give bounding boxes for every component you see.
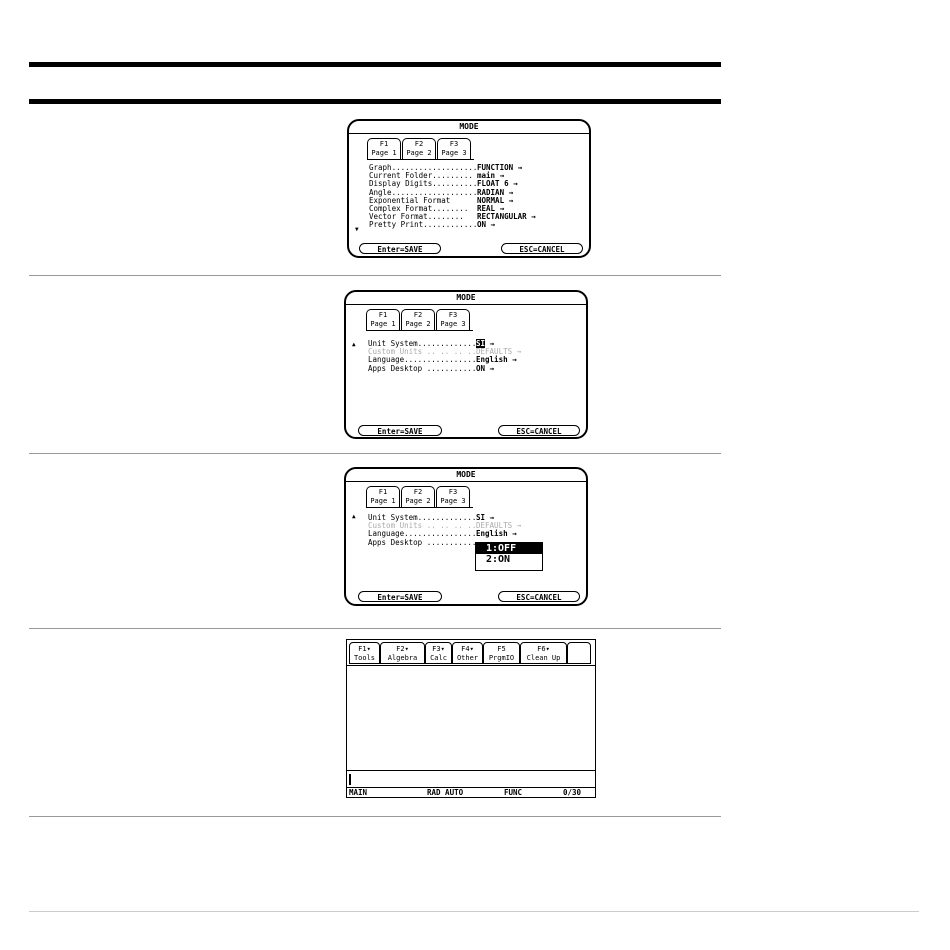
setting-angle[interactable]: Angle..........................RADIAN → [369,187,514,197]
apps-desktop-dropdown[interactable]: 1:OFF 2:ON [475,542,543,571]
mode-dialog-page1: MODE F1 Page 1 F2 Page 2 F3 Page 3 ▼ Gra… [347,119,591,258]
toolbar-underline [347,665,595,666]
cancel-button[interactable]: ESC=CANCEL [498,591,580,602]
row-divider-2 [29,453,721,454]
status-mode: RAD AUTO [427,788,464,797]
setting-graph[interactable]: Graph.........................FUNCTION → [369,163,523,172]
tab-underline [366,507,473,508]
tab-underline [367,159,474,160]
header-rule-bottom [29,99,721,104]
toolbar-prgmio[interactable]: F5 PrgmIO [483,642,520,664]
toolbar-algebra[interactable]: F2▾ Algebra [380,642,425,664]
row-divider-1 [29,275,721,276]
cancel-button[interactable]: ESC=CANCEL [501,243,583,254]
setting-language[interactable]: Language..................English → [368,355,517,365]
setting-language[interactable]: Language..................English → [368,529,517,539]
row-divider-3 [29,628,721,629]
toolbar-calc[interactable]: F3▾ Calc [425,642,452,664]
setting-custom-units: Custom Units .. .. .. ..DEFAULTS → [368,521,522,531]
save-button[interactable]: Enter=SAVE [358,591,442,602]
selected-value: SI [476,339,486,348]
tab-bar: F1 Page 1 F2 Page 2 F3 Page 3 [366,486,471,507]
scroll-up-icon: ▲ [352,341,356,348]
mode-dialog-page3-dropdown: MODE F1 Page 1 F2 Page 2 F3 Page 3 ▲ Uni… [344,467,588,606]
toolbar-clean-up[interactable]: F6▾ Clean Up [520,642,567,664]
dialog-title: MODE [349,121,589,134]
footer-rule [29,911,919,912]
save-button[interactable]: Enter=SAVE [359,243,441,254]
home-screen: F1▾ Tools F2▾ Algebra F3▾ Calc F4▾ Other… [346,639,596,798]
setting-complex-format[interactable]: Complex Format........REAL → [369,204,505,214]
status-bar: MAIN RAD AUTO FUNC 0/30 [347,787,595,797]
mode-dialog-page3: MODE F1 Page 1 F2 Page 2 F3 Page 3 ▲ Uni… [344,290,588,439]
dialog-title: MODE [346,292,586,305]
dropdown-option-off[interactable]: 1:OFF [476,543,542,554]
setting-display-digits[interactable]: Display Digits............FLOAT 6 → [369,179,518,189]
toolbar-tools[interactable]: F1▾ Tools [349,642,380,664]
toolbar-empty-slot [567,642,591,664]
setting-apps-desktop[interactable]: Apps Desktop ........... [368,538,476,547]
scroll-down-icon: ▼ [355,226,359,233]
tab-page-1[interactable]: F1 Page 1 [366,486,400,507]
save-button[interactable]: Enter=SAVE [358,425,442,436]
status-folder: MAIN [349,788,368,797]
setting-current-folder[interactable]: Current Folder.........main → [369,171,505,181]
setting-unit-system[interactable]: Unit System..............SI → [368,513,495,522]
entry-line-top [347,770,595,771]
dialog-title: MODE [346,469,586,482]
cancel-button[interactable]: ESC=CANCEL [498,425,580,436]
setting-vector-format[interactable]: Vector Format........RECTANGULAR → [369,212,536,222]
tab-page-1[interactable]: F1 Page 1 [367,138,401,159]
setting-unit-system[interactable]: Unit System..............SI → [368,339,495,348]
tab-underline [366,330,473,331]
settings-list: Graph.........................FUNCTION →… [369,163,536,230]
tab-page-3[interactable]: F3 Page 3 [436,309,470,330]
text-cursor [349,774,351,785]
tab-page-2[interactable]: F2 Page 2 [401,309,435,330]
tab-bar: F1 Page 1 F2 Page 2 F3 Page 3 [366,309,471,330]
setting-pretty-print[interactable]: Pretty Print..............ON → [369,220,496,230]
dropdown-option-on[interactable]: 2:ON [486,554,511,565]
scroll-up-icon: ▲ [352,513,356,520]
tab-page-2[interactable]: F2 Page 2 [401,486,435,507]
tab-page-2[interactable]: F2 Page 2 [402,138,436,159]
header-rule-top [29,62,721,67]
row-divider-4 [29,816,721,817]
toolbar: F1▾ Tools F2▾ Algebra F3▾ Calc F4▾ Other… [349,642,591,664]
toolbar-other[interactable]: F4▾ Other [452,642,483,664]
settings-list: Unit System..............SI → Custom Uni… [368,513,522,547]
status-count: 0/30 [563,788,582,797]
tab-page-3[interactable]: F3 Page 3 [437,138,471,159]
tab-page-3[interactable]: F3 Page 3 [436,486,470,507]
tab-page-1[interactable]: F1 Page 1 [366,309,400,330]
setting-apps-desktop[interactable]: Apps Desktop ...........ON → [368,363,495,373]
setting-custom-units: Custom Units .. .. .. ..DEFAULTS → [368,347,522,357]
status-graph: FUNC [504,788,523,797]
entry-area[interactable] [347,771,595,787]
settings-list: Unit System..............SI → Custom Uni… [368,339,522,373]
tab-bar: F1 Page 1 F2 Page 2 F3 Page 3 [367,138,472,159]
